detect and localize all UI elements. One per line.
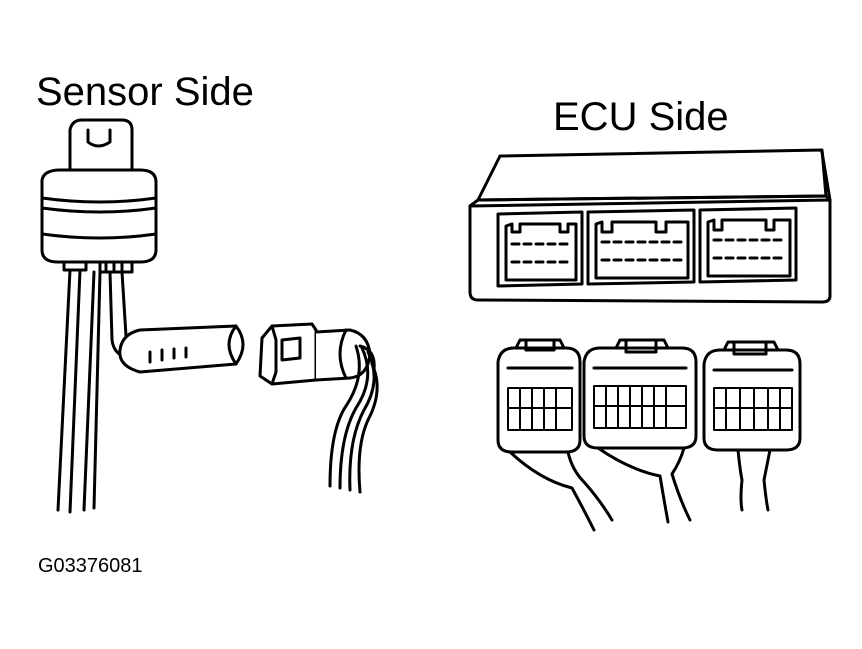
ecu-port-1 xyxy=(498,212,582,286)
sensor-body xyxy=(42,170,156,262)
sensor-side-label: Sensor Side xyxy=(36,70,254,114)
sensor-connector-socket xyxy=(64,262,132,272)
receptacle-wire-harness xyxy=(330,346,377,492)
ecu-harness-connector-2 xyxy=(584,340,696,522)
sensor-assembly xyxy=(42,120,377,512)
inline-plug-male xyxy=(120,326,243,372)
ecu-unit xyxy=(470,150,830,302)
ecu-port-2 xyxy=(588,210,694,284)
ecu-port-3 xyxy=(700,208,796,282)
ecu-harness-connector-1 xyxy=(498,340,612,530)
sensor-wire-harness xyxy=(58,270,100,512)
ecu-harness-connector-3 xyxy=(704,342,800,510)
inline-receptacle-female xyxy=(260,324,374,384)
figure-id: G03376081 xyxy=(38,555,143,577)
sensor-mounting-bracket xyxy=(70,120,132,172)
ecu-side-label: ECU Side xyxy=(553,95,729,139)
